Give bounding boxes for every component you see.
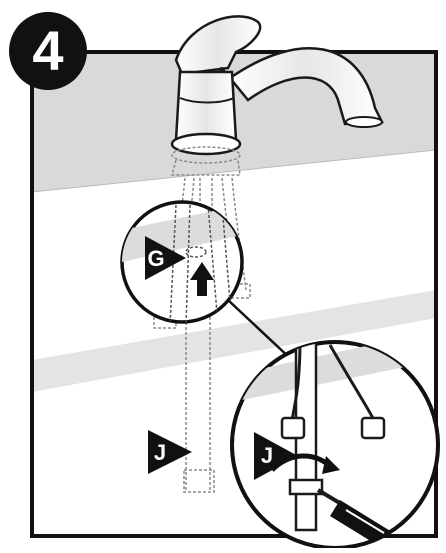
faucet-body [176, 72, 236, 140]
hose-nut-left [282, 418, 304, 438]
step-number-badge: 4 [9, 12, 87, 90]
callout-label-g: G [147, 246, 164, 271]
callout-label-j-detail: J [261, 443, 273, 468]
detail-circle-g: G [122, 202, 242, 325]
faucet-base [172, 134, 240, 154]
step-number: 4 [32, 23, 63, 79]
callout-label-j: J [154, 440, 166, 465]
hose-nut-right [362, 418, 384, 438]
